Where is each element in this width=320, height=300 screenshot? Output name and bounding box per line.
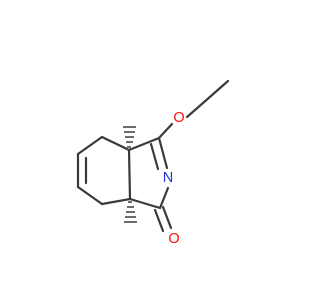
bond-ethyl-ch2-o (185, 101, 205, 119)
canvas-background (0, 0, 300, 300)
bond-o-c1 (157, 122, 174, 140)
bond-c1-c3a (127, 136, 161, 152)
atom-label-nitrogen: N (163, 170, 173, 186)
bond-c3a-c4 (100, 135, 131, 152)
bond-n-c3 (158, 186, 170, 210)
bond-c3-o-double-b (153, 208, 165, 233)
stereo-hash-wedge-top (123, 126, 136, 148)
bond-c3-c7a (128, 197, 162, 210)
atom-label-oxygen-carbonyl: O (168, 231, 179, 247)
atom-label-oxygen-ether: O (173, 110, 184, 126)
stereo-hash-wedge-bottom (124, 201, 137, 223)
bond-c1-n-double-outer (157, 136, 169, 170)
bond-c6-c7 (76, 185, 104, 206)
bond-ethyl-ch3-ch2 (201, 79, 230, 105)
bond-c3a-c7a (127, 148, 132, 201)
bond-c4-c5 (76, 135, 104, 156)
bond-c7-c7a (100, 197, 132, 206)
bond-c1-n-double-inner (149, 142, 160, 171)
molecule-structure-diagram: O N O (0, 0, 300, 300)
bond-c3-o-double-a (161, 205, 173, 230)
